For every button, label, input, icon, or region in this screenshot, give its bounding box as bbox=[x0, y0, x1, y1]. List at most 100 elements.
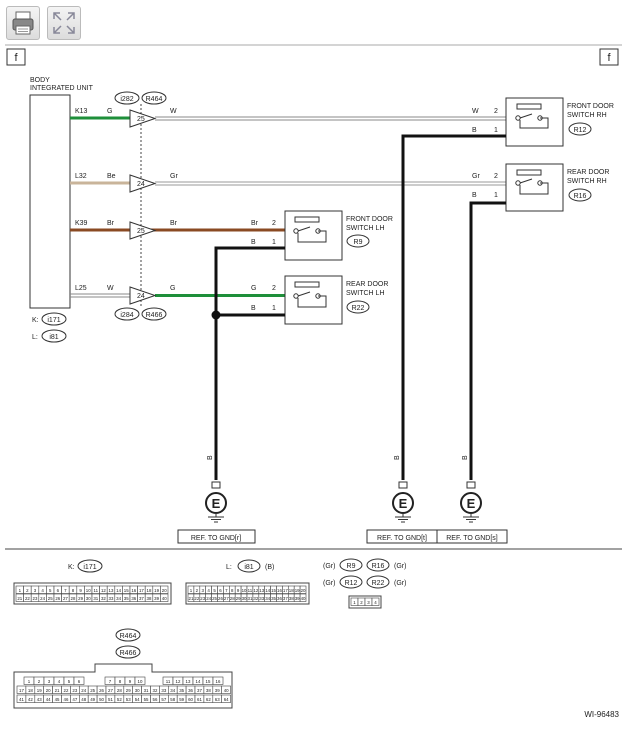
legend-r-id-1: R464 bbox=[120, 633, 137, 640]
body-unit-conn-l-badge bbox=[41, 329, 67, 343]
k-row1-pin-label: 12 bbox=[101, 588, 106, 593]
r-rowC-pin-label: 60 bbox=[188, 697, 193, 702]
r-rowC-pin-label: 47 bbox=[72, 697, 77, 702]
r-rowC-pin-label: 43 bbox=[37, 697, 42, 702]
k-row1-pin-label: 3 bbox=[34, 588, 37, 593]
front-rh-id: R12 bbox=[574, 127, 587, 134]
connector-top-b: R464 bbox=[146, 96, 163, 103]
r-rowA-pin-label: 11 bbox=[166, 679, 171, 684]
wire2-color-left: Be bbox=[107, 173, 116, 180]
rear-rh-pin-top: 2 bbox=[494, 173, 498, 180]
l-row1-pin-label: 9 bbox=[237, 588, 240, 593]
body-unit-conn-l-prefix: L: bbox=[32, 334, 38, 341]
r-rowC-pin-label: 46 bbox=[64, 697, 69, 702]
k-row2-pin-label: 24 bbox=[40, 596, 45, 601]
body-unit-label-1: BODY bbox=[30, 77, 50, 84]
page-marker-left[interactable] bbox=[6, 48, 26, 66]
legend-sw-color-1: (Gr) bbox=[323, 563, 335, 570]
r-rowB-pin-label: 32 bbox=[153, 688, 158, 693]
r-rowB-pin-label: 34 bbox=[170, 688, 175, 693]
k-row2-pin-label: 37 bbox=[139, 596, 144, 601]
wire1-pin: K13 bbox=[75, 108, 88, 115]
k-row1-pin-label: 5 bbox=[49, 588, 52, 593]
legend-sw-id-3: R12 bbox=[345, 580, 358, 587]
r-rowB-pin-label: 21 bbox=[55, 688, 60, 693]
legend-sw-id-1: R9 bbox=[347, 563, 356, 570]
k-row2-pin-label: 31 bbox=[93, 596, 98, 601]
front-lh-wire-bottom: B bbox=[251, 239, 256, 246]
r-rowB-pin-label: 37 bbox=[197, 688, 202, 693]
l-row2-pin-label: 32 bbox=[253, 596, 258, 601]
k-row1-pin-label: 14 bbox=[116, 588, 121, 593]
l-row1-cell bbox=[299, 585, 307, 594]
l-row2-pin-label: 30 bbox=[242, 596, 247, 601]
r-rowC-pin-label: 44 bbox=[46, 697, 51, 702]
r-rowA-pin-label: 5 bbox=[68, 679, 71, 684]
r-rowA-cell bbox=[134, 676, 146, 685]
r-rowA-pin-label: 8 bbox=[119, 679, 122, 684]
r-rowC-pin-label: 56 bbox=[153, 697, 158, 702]
r-rowB-pin-label: 36 bbox=[188, 688, 193, 693]
ground3-letter: E bbox=[467, 496, 476, 511]
r-rowC-pin-label: 52 bbox=[117, 697, 122, 702]
r-rowC-pin-label: 48 bbox=[81, 697, 86, 702]
ref-gnd-s-link[interactable] bbox=[436, 529, 508, 544]
ground-symbol-3 bbox=[460, 481, 482, 523]
k-row2-pin-label: 32 bbox=[101, 596, 106, 601]
wire1-junction bbox=[129, 109, 157, 128]
k-row1-pin-label: 1 bbox=[19, 588, 22, 593]
r-rowA-pin-label: 3 bbox=[48, 679, 51, 684]
k-row2-pin-label: 23 bbox=[33, 596, 38, 601]
wire3-color-right: Br bbox=[170, 220, 178, 227]
page-marker-right[interactable] bbox=[599, 48, 619, 66]
legend-sw-color-2: (Gr) bbox=[394, 563, 406, 570]
k-row2-pin-label: 40 bbox=[162, 596, 167, 601]
l-row2-pin-label: 21 bbox=[189, 596, 194, 601]
k-row1-pin-label: 8 bbox=[72, 588, 75, 593]
l-row1-pin-label: 15 bbox=[271, 588, 276, 593]
l-row1-pin-label: 13 bbox=[259, 588, 264, 593]
r-rowC-pin-label: 49 bbox=[90, 697, 95, 702]
sw-pin-label: 3 bbox=[367, 600, 370, 605]
toolbar bbox=[0, 0, 627, 44]
k-row2-pin-label: 22 bbox=[25, 596, 30, 601]
r-rowA-pin-label: 16 bbox=[216, 679, 221, 684]
k-row1-pin-label: 9 bbox=[79, 588, 82, 593]
wire4-junction bbox=[129, 286, 157, 305]
expand-button[interactable] bbox=[47, 6, 81, 40]
r-rowA-pin-label: 13 bbox=[186, 679, 191, 684]
k-row1-pin-label: 2 bbox=[26, 588, 29, 593]
k-row1-pin-label: 19 bbox=[154, 588, 159, 593]
legend-r-id-2: R466 bbox=[120, 650, 137, 657]
l-row1-pin-label: 11 bbox=[248, 588, 253, 593]
body-unit-conn-k-prefix: K: bbox=[32, 317, 39, 324]
k-row2-pin-label: 33 bbox=[109, 596, 114, 601]
l-row2-pin-label: 34 bbox=[265, 596, 270, 601]
r-rowA-pin-label: 10 bbox=[138, 679, 143, 684]
ref-gnd-r-link[interactable] bbox=[177, 529, 256, 544]
k-row2-cell bbox=[160, 593, 169, 602]
k-row1-pin-label: 7 bbox=[64, 588, 67, 593]
ref-gnd-r-label: REF. TO GND[r] bbox=[191, 535, 241, 542]
k-row1-pin-label: 11 bbox=[94, 588, 99, 593]
r-rowA-pin-label: 9 bbox=[129, 679, 132, 684]
ground-wires bbox=[214, 134, 506, 480]
l-row1-pin-label: 18 bbox=[289, 588, 294, 593]
k-row2-pin-label: 26 bbox=[55, 596, 60, 601]
l-row2-pin-label: 40 bbox=[301, 596, 306, 601]
k-row1-pin-label: 13 bbox=[109, 588, 114, 593]
r-rowB-pin-label: 30 bbox=[135, 688, 140, 693]
r-rowB-pin-label: 23 bbox=[72, 688, 77, 693]
splice-point bbox=[211, 310, 221, 320]
expand-icon bbox=[53, 12, 75, 34]
print-button[interactable] bbox=[6, 6, 40, 40]
k-row1-pin-label: 10 bbox=[86, 588, 91, 593]
rear-rh-pin-bottom: 1 bbox=[494, 192, 498, 199]
l-row1-pin-label: 4 bbox=[207, 588, 210, 593]
r-rowA-pin-label: 12 bbox=[176, 679, 181, 684]
ground2-letter: E bbox=[399, 496, 408, 511]
ref-gnd-t-label: REF. TO GND[t] bbox=[377, 535, 427, 542]
k-row2-pin-label: 36 bbox=[131, 596, 136, 601]
rear-lh-label-1: REAR DOOR bbox=[346, 281, 388, 288]
